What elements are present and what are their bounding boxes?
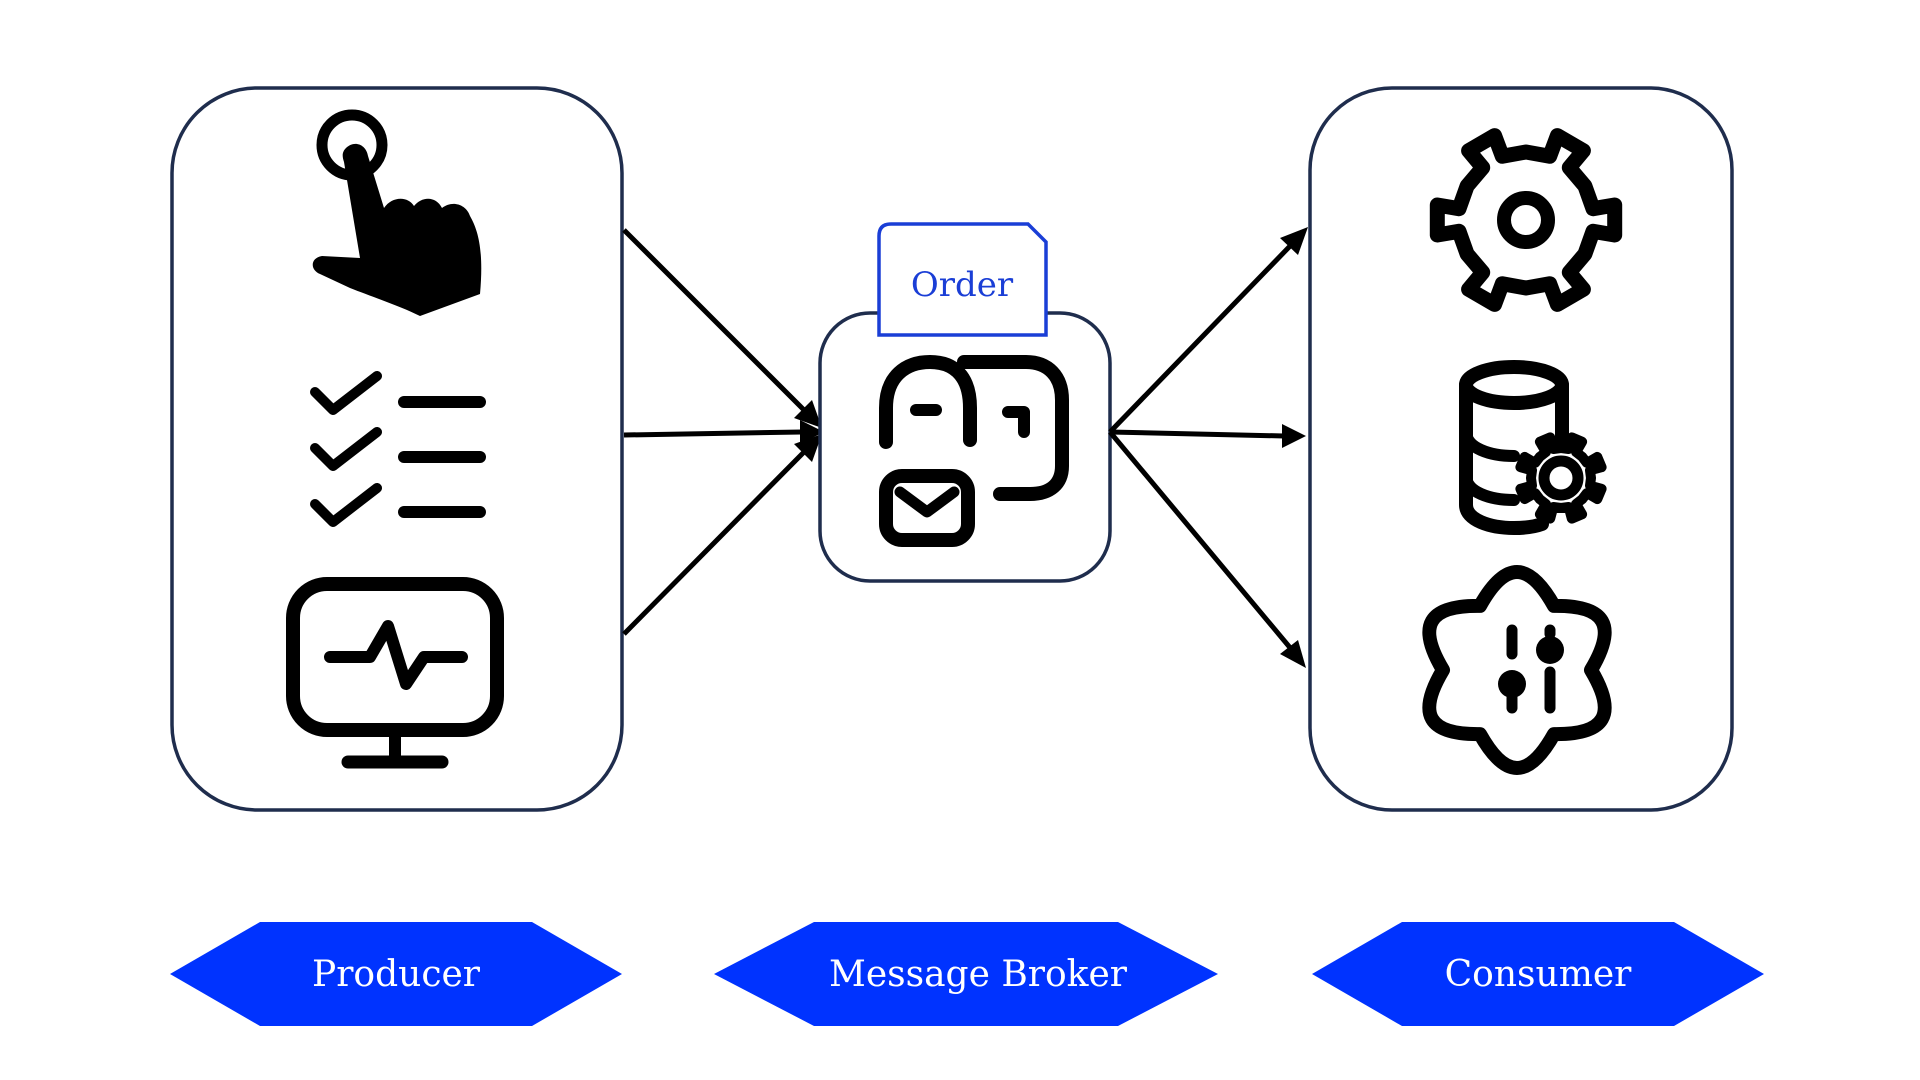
consumer-label: Consumer — [1445, 954, 1633, 995]
producer-to-broker-arrows — [622, 228, 824, 636]
checklist-icon — [310, 371, 486, 527]
gear-icon — [1429, 128, 1623, 312]
small-gear-hub — [1538, 455, 1584, 501]
small-gear-outline — [1515, 432, 1607, 524]
consumer-panel — [1308, 86, 1734, 812]
message-broker-label: Message Broker — [829, 954, 1128, 995]
producer-label: Producer — [312, 954, 481, 995]
monitor-activity-icon — [286, 577, 504, 769]
message-broker-icon — [879, 355, 1069, 547]
gear-outline — [1429, 128, 1623, 312]
tap-hand-icon — [312, 109, 482, 316]
consumer-banner: Consumer — [1312, 922, 1764, 1026]
broker-panel: Order — [818, 222, 1112, 583]
order-message-tag: Order — [877, 222, 1048, 337]
database-settings-icon — [1459, 360, 1607, 535]
producer-banner: Producer — [170, 922, 622, 1026]
broker-to-consumer-arrows — [1108, 227, 1308, 668]
microservice-gear-icon — [1422, 565, 1612, 775]
gear-hub — [1497, 191, 1555, 249]
producer-panel — [170, 86, 624, 812]
broker-banner: Message Broker — [714, 922, 1218, 1026]
order-label: Order — [911, 265, 1014, 305]
